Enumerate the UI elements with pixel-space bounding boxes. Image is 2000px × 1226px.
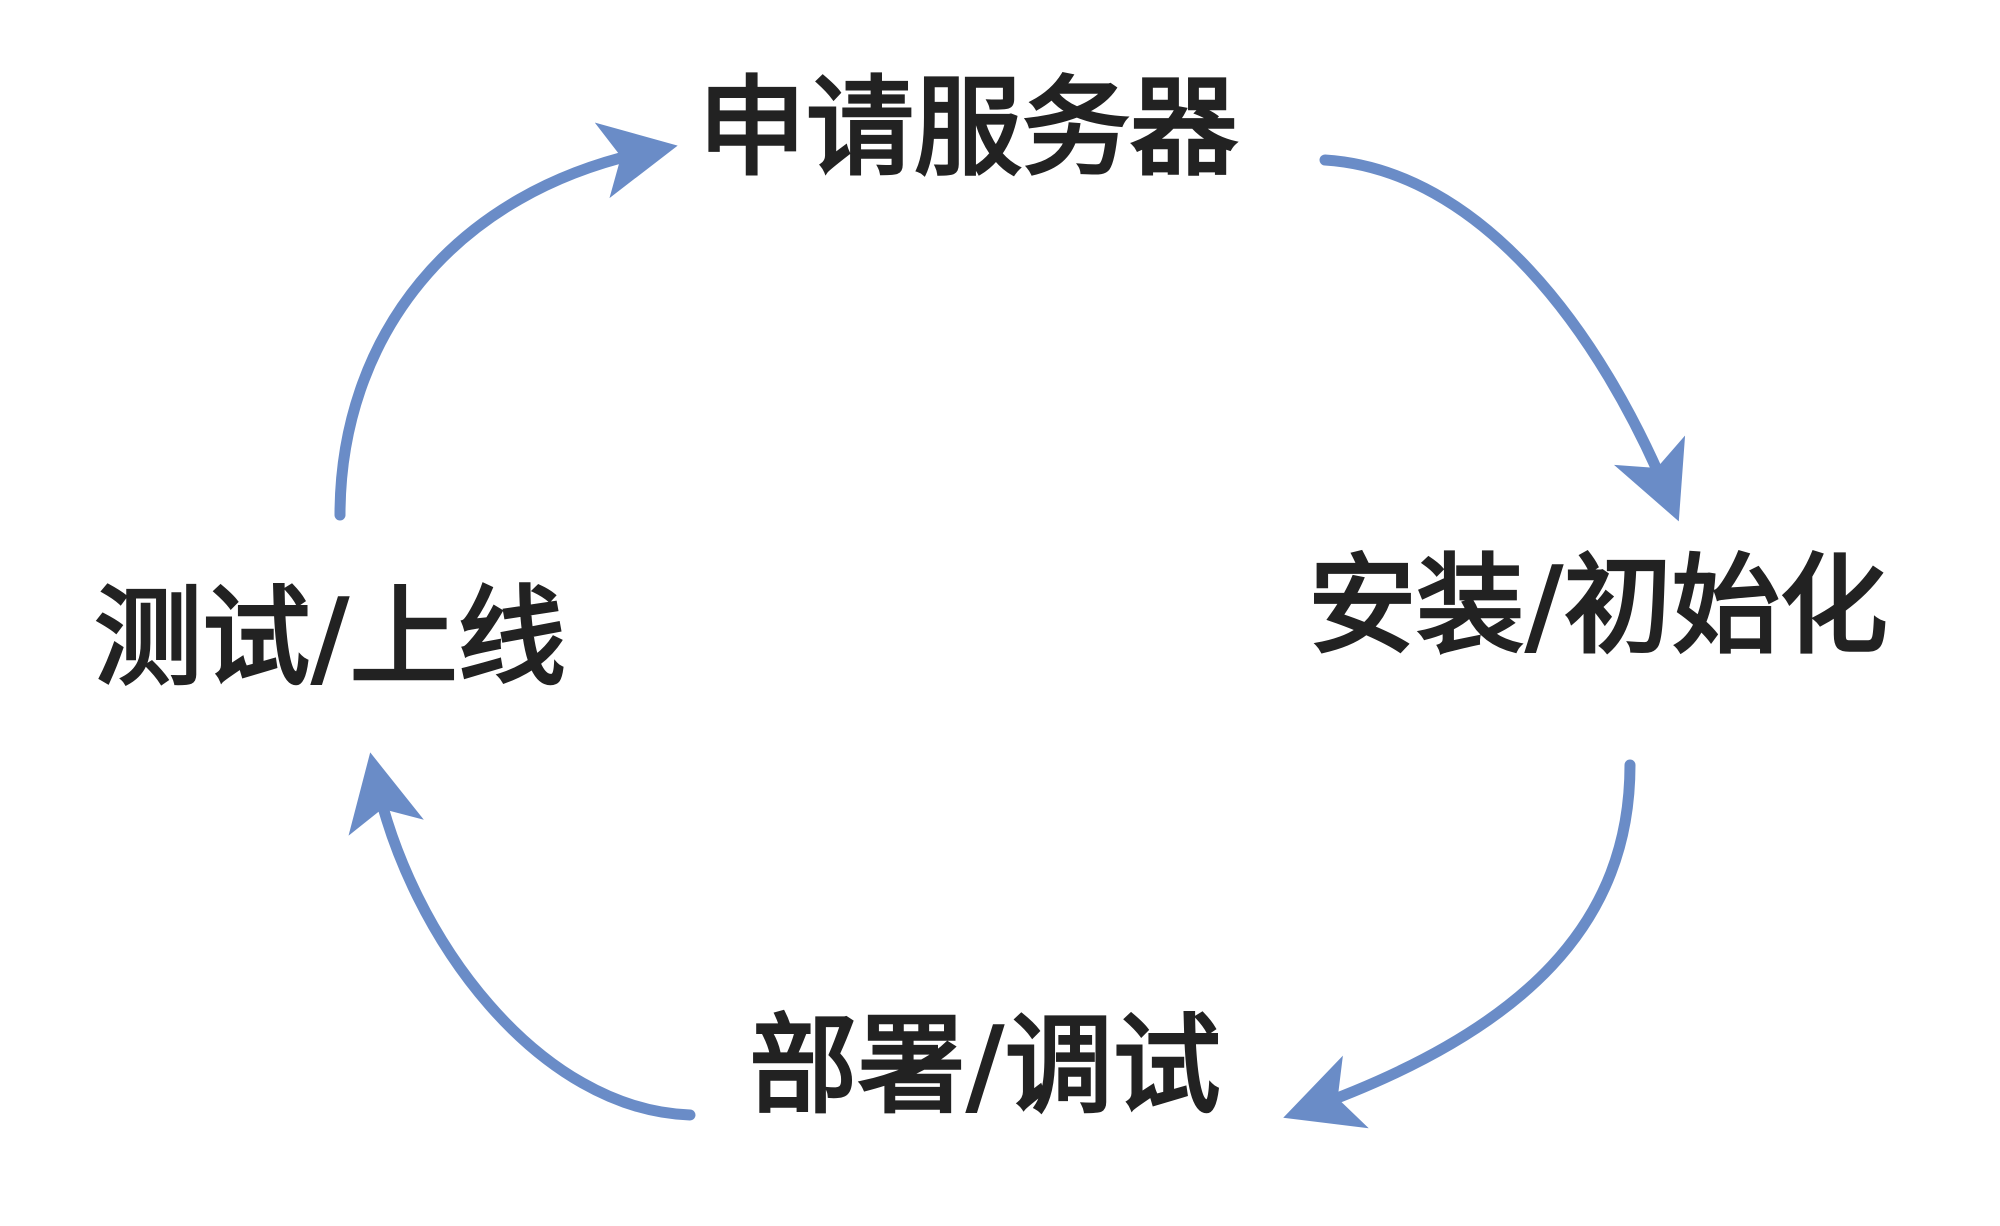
arrow-apply-to-install xyxy=(1319,154,1686,522)
node-install-init: 安装/初始化 xyxy=(1308,544,1887,669)
node-deploy-debug: 部署/调试 xyxy=(749,1004,1220,1129)
arrow-test-to-apply xyxy=(334,122,678,521)
node-test-launch: 测试/上线 xyxy=(94,576,565,701)
node-apply-server: 申请服务器 xyxy=(698,66,1239,191)
arrow-install-to-deploy xyxy=(1283,759,1636,1129)
arrow-deploy-to-test xyxy=(348,752,696,1121)
